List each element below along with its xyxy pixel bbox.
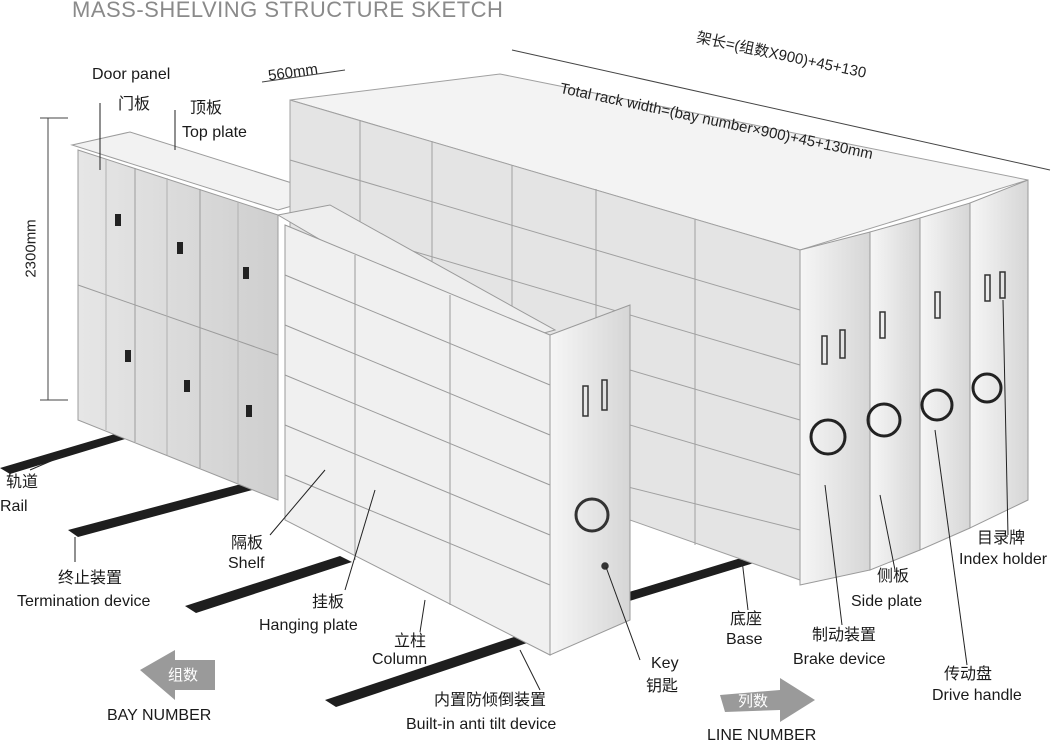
rail-1 (0, 428, 145, 474)
label-door-panel-cn: 门板 (118, 96, 151, 113)
cabinet-front (77, 149, 279, 501)
label-top-plate-en: Top plate (182, 124, 247, 141)
index-holder-icon (934, 291, 941, 319)
label-brake-en: Brake device (793, 651, 886, 668)
back-shelf-line (289, 159, 801, 311)
side-plate-2 (869, 217, 921, 571)
key-icon (601, 562, 609, 570)
label-index-en: Index holder (959, 551, 1048, 568)
diagram-title: MASS-SHELVING STRUCTURE SKETCH (72, 0, 504, 22)
side-plates (799, 179, 1029, 586)
label-brake-cn: 制动装置 (812, 627, 877, 644)
lock-icon (184, 380, 190, 392)
depth-dim-line (261, 69, 346, 83)
leader-key (605, 566, 641, 661)
label-drive-cn: 传动盘 (944, 666, 993, 683)
bay-arrow (140, 650, 215, 700)
leader-index (1002, 299, 1009, 536)
lock-icon (177, 242, 183, 254)
line-arrow-cn: 列数 (738, 693, 769, 710)
label-base-cn: 底座 (730, 611, 763, 628)
label-line-number: LINE NUMBER (707, 727, 817, 744)
drive-handle-icon (809, 418, 847, 456)
front-details (574, 379, 610, 570)
label-bay-number: BAY NUMBER (107, 707, 212, 724)
door-locks (115, 214, 252, 417)
drive-handle-icon (574, 497, 610, 533)
leader-rail (29, 454, 66, 471)
shelf-edge (284, 324, 551, 436)
leader-drive (934, 429, 968, 666)
label-shelf-en: Shelf (228, 555, 265, 572)
height-dimension: 2300mm (22, 219, 40, 278)
label-rail-cn: 轨道 (6, 474, 39, 491)
dimension-lines (40, 49, 1051, 401)
side-plate-3 (919, 202, 971, 551)
shelf-edge (284, 374, 551, 486)
index-holder-icon (821, 335, 828, 365)
shelf-edge (284, 474, 551, 586)
label-side-en: Side plate (851, 593, 923, 610)
index-holder-icon (839, 329, 846, 359)
bay-arrow-icon (140, 650, 215, 700)
drive-handles (809, 372, 1003, 456)
label-termination-en: Termination device (17, 593, 151, 610)
door-cabinet (70, 131, 332, 501)
leader-base (741, 559, 749, 611)
line-arrow-icon (720, 678, 815, 722)
index-holder-icon (601, 379, 608, 411)
shelf-edge (284, 274, 551, 386)
index-holder-icon (984, 274, 991, 302)
index-holder-icon (582, 385, 589, 417)
label-index-cn: 目录牌 (977, 530, 1026, 547)
label-door-panel-en: Door panel (92, 66, 171, 83)
lock-icon (125, 350, 131, 362)
shelf-edge (284, 424, 551, 536)
bay-arrow-cn: 组数 (168, 667, 199, 684)
leader-shelf (269, 469, 326, 536)
lock-icon (115, 214, 121, 226)
side-plate-4 (969, 179, 1029, 529)
door-split (77, 284, 279, 356)
label-hanging-cn: 挂板 (312, 594, 345, 611)
label-hanging-en: Hanging plate (259, 617, 358, 634)
label-drive-en: Drive handle (932, 687, 1022, 704)
index-holders (821, 271, 1006, 365)
leader-column (419, 599, 426, 633)
label-side-cn: 侧板 (877, 568, 910, 585)
leader-anti-tilt (519, 649, 541, 691)
label-column-cn: 立柱 (394, 633, 427, 650)
leader-lines (29, 103, 1009, 691)
leader-hanging (344, 489, 376, 591)
line-arrow (720, 678, 815, 722)
lock-icon (246, 405, 252, 417)
rail-2 (68, 483, 256, 537)
front-shelf-unit (276, 204, 631, 656)
width-dim-line (511, 49, 1051, 171)
index-holder-icon (999, 271, 1006, 299)
drive-handle-icon (866, 402, 902, 438)
label-base-en: Base (726, 631, 763, 648)
lock-icon (243, 267, 249, 279)
label-column-en: Column (372, 651, 428, 668)
side-plate-1 (799, 231, 871, 586)
drive-handle-icon (920, 388, 954, 422)
front-side-plate (549, 304, 631, 656)
rail-4 (325, 635, 530, 707)
label-key-cn: 钥匙 (646, 678, 679, 695)
leader-brake (824, 484, 843, 626)
index-holder-icon (879, 311, 886, 339)
label-rail-en: Rail (0, 498, 28, 515)
leader-side-plate (879, 494, 896, 571)
label-top-plate-cn: 顶板 (190, 100, 223, 117)
label-key-en: Key (651, 655, 679, 672)
label-termination-cn: 终止装置 (58, 570, 123, 587)
label-anti-tilt-en: Built-in anti tilt device (406, 716, 557, 733)
label-anti-tilt-cn: 内置防倾倒装置 (434, 692, 547, 709)
label-shelf-cn: 隔板 (231, 535, 264, 552)
rail-3 (185, 556, 352, 613)
drive-handle-icon (971, 372, 1003, 404)
